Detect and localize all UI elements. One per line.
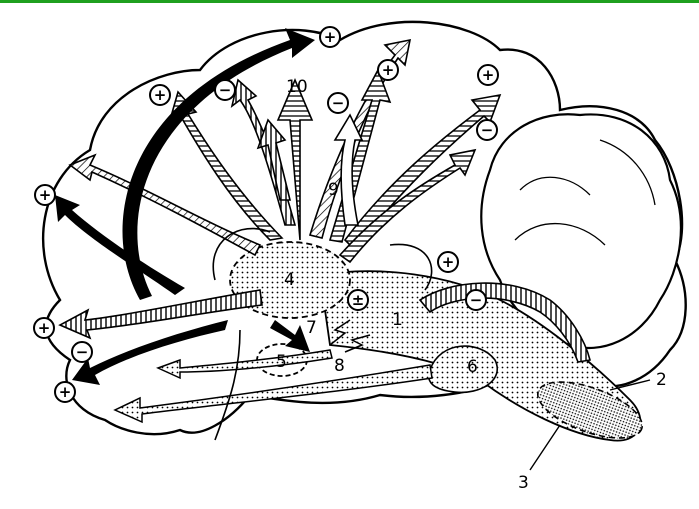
plus-sign-icon: + (150, 85, 170, 105)
region-label-10: 10 (286, 77, 308, 97)
region-label-3: 3 (518, 473, 529, 493)
region-label-4: 4 (284, 270, 295, 290)
minus-sign-icon: − (328, 93, 348, 113)
plus-sign-icon: + (378, 60, 398, 80)
svg-text:+: + (59, 383, 72, 401)
region-label-8: 8 (334, 356, 345, 376)
svg-text:−: − (470, 291, 483, 309)
plus-sign-icon: + (438, 252, 458, 272)
svg-text:+: + (482, 66, 495, 84)
minus-sign-icon: − (72, 342, 92, 362)
plus-sign-icon: + (35, 185, 55, 205)
svg-text:−: − (332, 94, 345, 112)
svg-text:+: + (324, 28, 337, 46)
region-label-9: 9 (328, 180, 339, 200)
label-3-pointer (530, 425, 560, 470)
svg-text:+: + (442, 253, 455, 271)
minus-sign-icon: − (215, 80, 235, 100)
region-label-1: 1 (392, 310, 403, 330)
plus-sign-icon: + (55, 382, 75, 402)
svg-text:−: − (76, 343, 89, 361)
plus-sign-icon: + (478, 65, 498, 85)
svg-text:+: + (154, 86, 167, 104)
svg-text:−: − (481, 121, 494, 139)
svg-text:±: ± (352, 291, 365, 309)
plus-sign-icon: + (34, 318, 54, 338)
svg-text:+: + (382, 61, 395, 79)
region-label-2: 2 (656, 370, 667, 390)
minus-sign-icon: − (466, 290, 486, 310)
svg-text:+: + (38, 319, 51, 337)
minus-sign-icon: − (477, 120, 497, 140)
region-label-7: 7 (306, 318, 317, 338)
svg-text:−: − (219, 81, 232, 99)
region-label-6: 6 (467, 357, 478, 377)
region-label-5: 5 (276, 352, 287, 372)
plusminus-sign-icon: ± (348, 290, 368, 310)
svg-text:+: + (39, 186, 52, 204)
plus-sign-icon: + (320, 27, 340, 47)
